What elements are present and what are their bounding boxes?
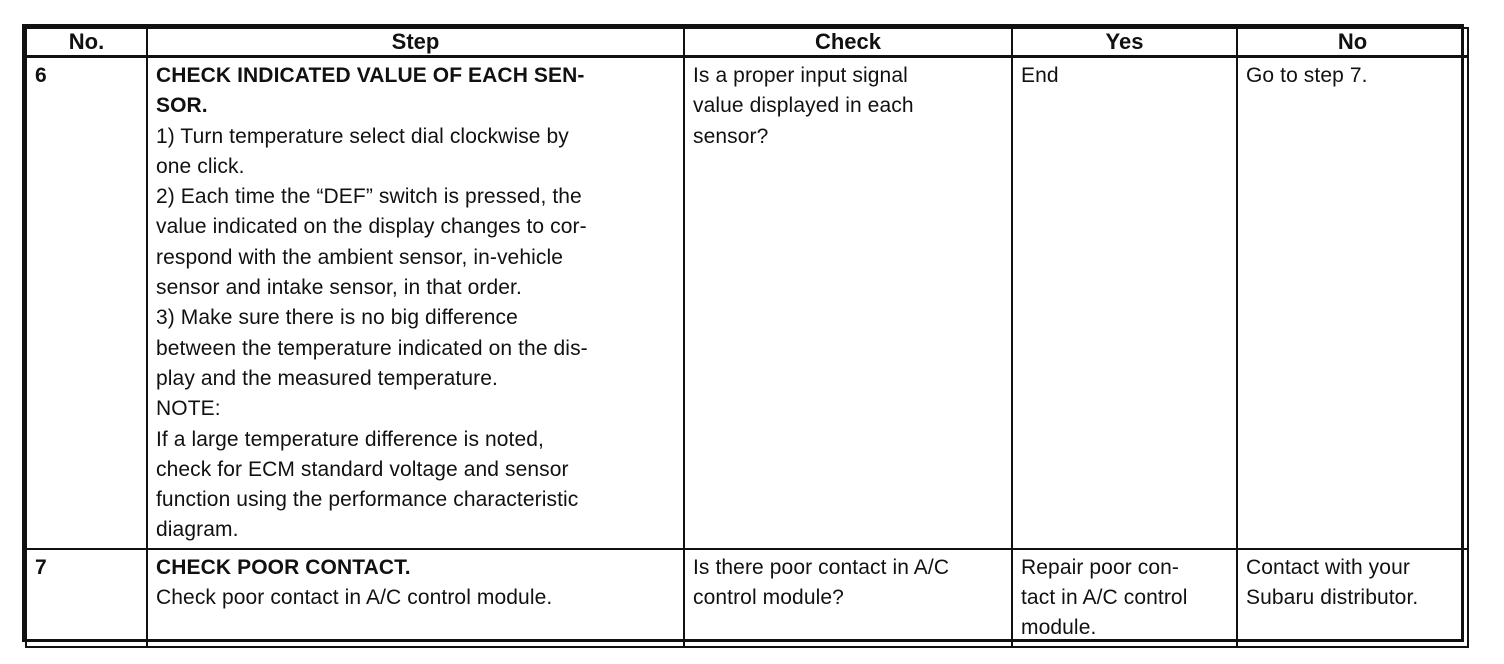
step-text-line: sensor and intake sensor, in that order. [156,276,522,300]
step-text-line: function using the performance character… [156,488,579,512]
yes-action: Repair poor con- tact in A/C control mod… [1011,547,1238,648]
step-number: 7 [25,547,148,648]
no-line: Subaru distributor. [1246,586,1419,610]
step-text-line: one click. [156,154,245,178]
step-text-line: respond with the ambient sensor, in-vehi… [156,245,564,269]
troubleshooting-table-frame: No. Step Check Yes No 6 CHECK INDICATED … [22,24,1469,648]
no-line: Go to step 7. [1246,64,1368,87]
table-row: 7 CHECK POOR CONTACT. Check poor contact… [25,547,1469,648]
table-row: 6 CHECK INDICATED VALUE OF EACH SEN- SOR… [25,55,1469,550]
header-no: No. [25,27,148,58]
check-line: Is a proper input signal [693,64,908,87]
header-yes: Yes [1011,27,1238,58]
step-text-line: value indicated on the display changes t… [156,215,587,239]
check-question: Is there poor contact in A/C control mod… [683,547,1013,648]
check-line: sensor? [693,124,769,148]
step-text-line: Check poor contact in A/C control module… [156,586,553,610]
no-line: Contact with your [1246,555,1410,579]
step-title-line: SOR. [156,94,208,118]
header-check: Check [683,27,1013,58]
header-step: Step [146,27,685,58]
yes-line: End [1021,64,1059,87]
step-text-line: If a large temperature difference is not… [156,427,544,451]
yes-action: End [1011,55,1238,550]
no-action: Contact with your Subaru distributor. [1236,547,1469,648]
step-title-line: CHECK POOR CONTACT. [156,555,411,579]
step-text-line: diagram. [156,518,239,542]
step-text-line: 1) Turn temperature select dial clockwis… [156,124,569,148]
step-text-line: between the temperature indicated on the… [156,336,588,360]
step-text-line: 3) Make sure there is no big difference [156,306,518,330]
check-question: Is a proper input signal value displayed… [683,55,1013,550]
step-description: CHECK POOR CONTACT. Check poor contact i… [146,547,685,648]
step-text-line: 2) Each time the “DEF” switch is pressed… [156,185,582,209]
check-line: control module? [693,586,844,610]
yes-line: Repair poor con- [1021,555,1180,579]
no-action: Go to step 7. [1236,55,1469,550]
step-text-line: check for ECM standard voltage and senso… [156,457,569,481]
yes-line: tact in A/C control [1021,586,1188,610]
header-no-answer: No [1236,27,1469,58]
table-header-row: No. Step Check Yes No [25,27,1469,58]
step-text-line: NOTE: [156,397,221,421]
step-description: CHECK INDICATED VALUE OF EACH SEN- SOR. … [146,55,685,550]
yes-line: module. [1021,616,1097,640]
troubleshooting-table: No. Step Check Yes No 6 CHECK INDICATED … [25,27,1469,648]
step-number: 6 [25,55,148,550]
step-title-line: CHECK INDICATED VALUE OF EACH SEN- [156,64,585,87]
step-text-line: play and the measured temperature. [156,366,498,390]
check-line: value displayed in each [693,94,914,118]
check-line: Is there poor contact in A/C [693,555,950,579]
